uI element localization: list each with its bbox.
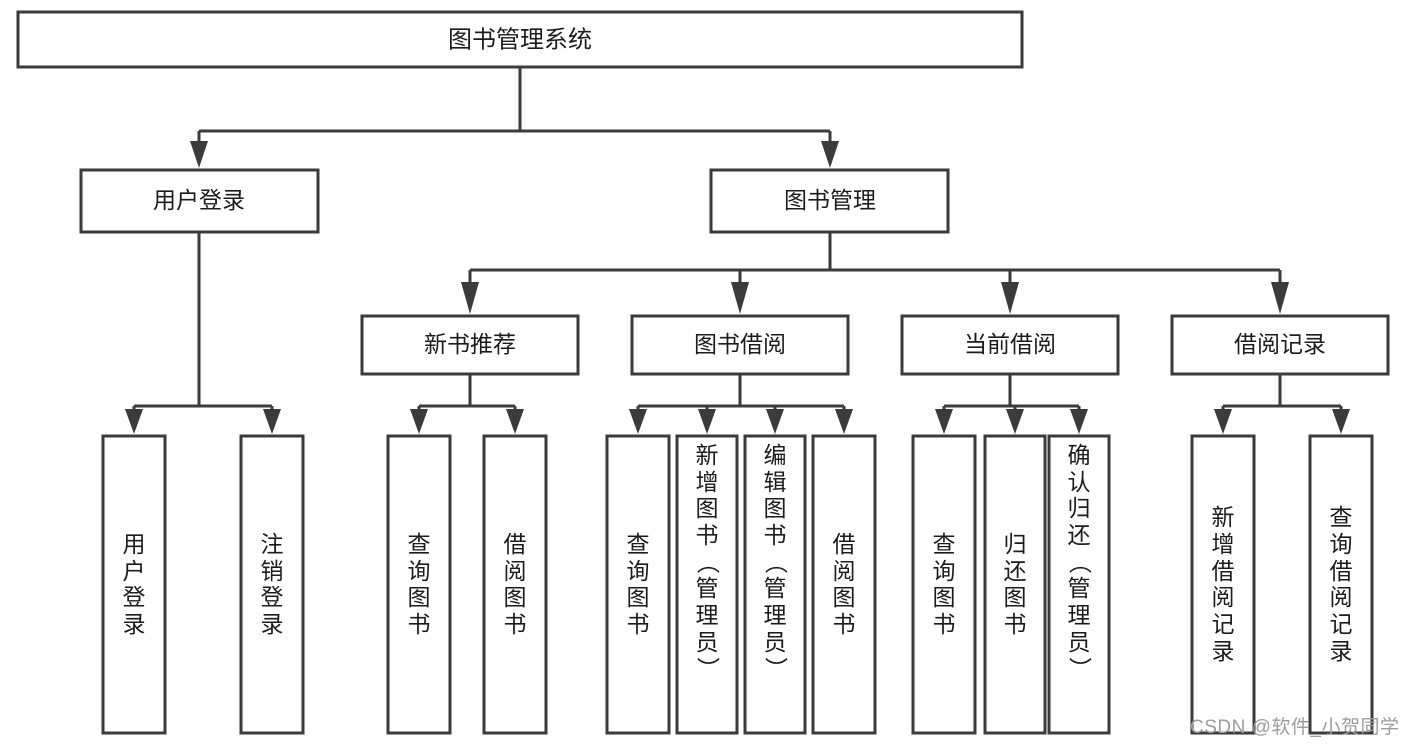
node-leaf-confirm-return-admin-box[interactable] xyxy=(1047,434,1111,735)
node-user-login-box[interactable] xyxy=(79,168,320,234)
connector-root-to-level2 xyxy=(190,67,839,168)
arrow-borrow-record xyxy=(1271,282,1289,314)
node-book-borrow[interactable]: 图书借阅 xyxy=(630,314,850,376)
arrow-leaf-user-login xyxy=(125,409,143,434)
node-user-login[interactable]: 用户登录 xyxy=(79,168,320,234)
node-book-borrow-label: 图书借阅 xyxy=(694,331,786,357)
connector-new-book-to-leaves xyxy=(410,374,524,434)
node-leaf-user-login-box[interactable] xyxy=(101,434,167,735)
node-leaf-query-book-borrow-box[interactable] xyxy=(605,434,671,735)
node-leaf-add-book-admin-box[interactable] xyxy=(675,434,739,735)
arrow-leaf-confirm-return-admin xyxy=(1070,409,1088,434)
arrow-leaf-query-borrow-record xyxy=(1332,409,1350,434)
leaf-boxes xyxy=(101,434,1374,735)
arrow-leaf-query-book-current xyxy=(935,409,953,434)
node-borrow-record-box[interactable] xyxy=(1170,314,1390,376)
watermark-text: CSDN @软件_小贺同学 xyxy=(1190,717,1400,738)
arrow-leaf-borrow-book-recommend xyxy=(506,409,524,434)
node-leaf-add-borrow-record-box[interactable] xyxy=(1190,434,1256,735)
node-leaf-return-book-box[interactable] xyxy=(983,434,1047,735)
node-root[interactable]: 图书管理系统 xyxy=(16,10,1024,69)
node-leaf-logout-box[interactable] xyxy=(239,434,305,735)
arrow-book-borrow xyxy=(731,282,749,314)
node-leaf-query-borrow-record-box[interactable] xyxy=(1308,434,1374,735)
arrow-leaf-add-book-admin xyxy=(698,409,716,434)
connector-book-management-to-level3 xyxy=(461,232,1289,314)
connector-current-borrow-to-leaves xyxy=(935,374,1088,434)
node-book-management[interactable]: 图书管理 xyxy=(709,168,950,234)
node-new-book-recommend[interactable]: 新书推荐 xyxy=(360,314,580,376)
node-leaf-borrow-book-box[interactable] xyxy=(811,434,877,735)
connector-borrow-record-to-leaves xyxy=(1214,374,1350,434)
node-book-management-label: 图书管理 xyxy=(784,187,876,213)
arrow-new-book-recommend xyxy=(461,282,479,314)
node-root-box[interactable] xyxy=(16,10,1024,69)
node-leaf-query-book-current-box[interactable] xyxy=(911,434,977,735)
node-borrow-record-label: 借阅记录 xyxy=(1234,331,1326,357)
node-current-borrow-label: 当前借阅 xyxy=(964,331,1056,357)
arrow-leaf-return-book xyxy=(1006,409,1024,434)
connector-book-borrow-to-leaves xyxy=(629,374,853,434)
node-new-book-recommend-label: 新书推荐 xyxy=(424,331,516,357)
arrow-book-management xyxy=(821,141,839,168)
node-new-book-recommend-box[interactable] xyxy=(360,314,580,376)
arrow-current-borrow xyxy=(1001,282,1019,314)
connector-user-login-to-leaves xyxy=(125,232,281,434)
node-book-borrow-box[interactable] xyxy=(630,314,850,376)
arrow-leaf-add-borrow-record xyxy=(1214,409,1232,434)
arrow-leaf-borrow-book xyxy=(835,409,853,434)
node-leaf-edit-book-admin-box[interactable] xyxy=(743,434,807,735)
arrow-leaf-query-book-borrow xyxy=(629,409,647,434)
node-root-label: 图书管理系统 xyxy=(448,26,592,53)
node-borrow-record[interactable]: 借阅记录 xyxy=(1170,314,1390,376)
arrow-leaf-query-book-recommend xyxy=(410,409,428,434)
node-book-management-box[interactable] xyxy=(709,168,950,234)
node-current-borrow[interactable]: 当前借阅 xyxy=(900,314,1120,376)
node-user-login-label: 用户登录 xyxy=(153,187,245,213)
arrow-user-login xyxy=(190,141,208,168)
node-leaf-borrow-book-recommend-box[interactable] xyxy=(482,434,548,735)
arrow-leaf-logout xyxy=(263,409,281,434)
arrow-leaf-edit-book-admin xyxy=(766,409,784,434)
node-current-borrow-box[interactable] xyxy=(900,314,1120,376)
node-leaf-query-book-recommend-box[interactable] xyxy=(386,434,452,735)
